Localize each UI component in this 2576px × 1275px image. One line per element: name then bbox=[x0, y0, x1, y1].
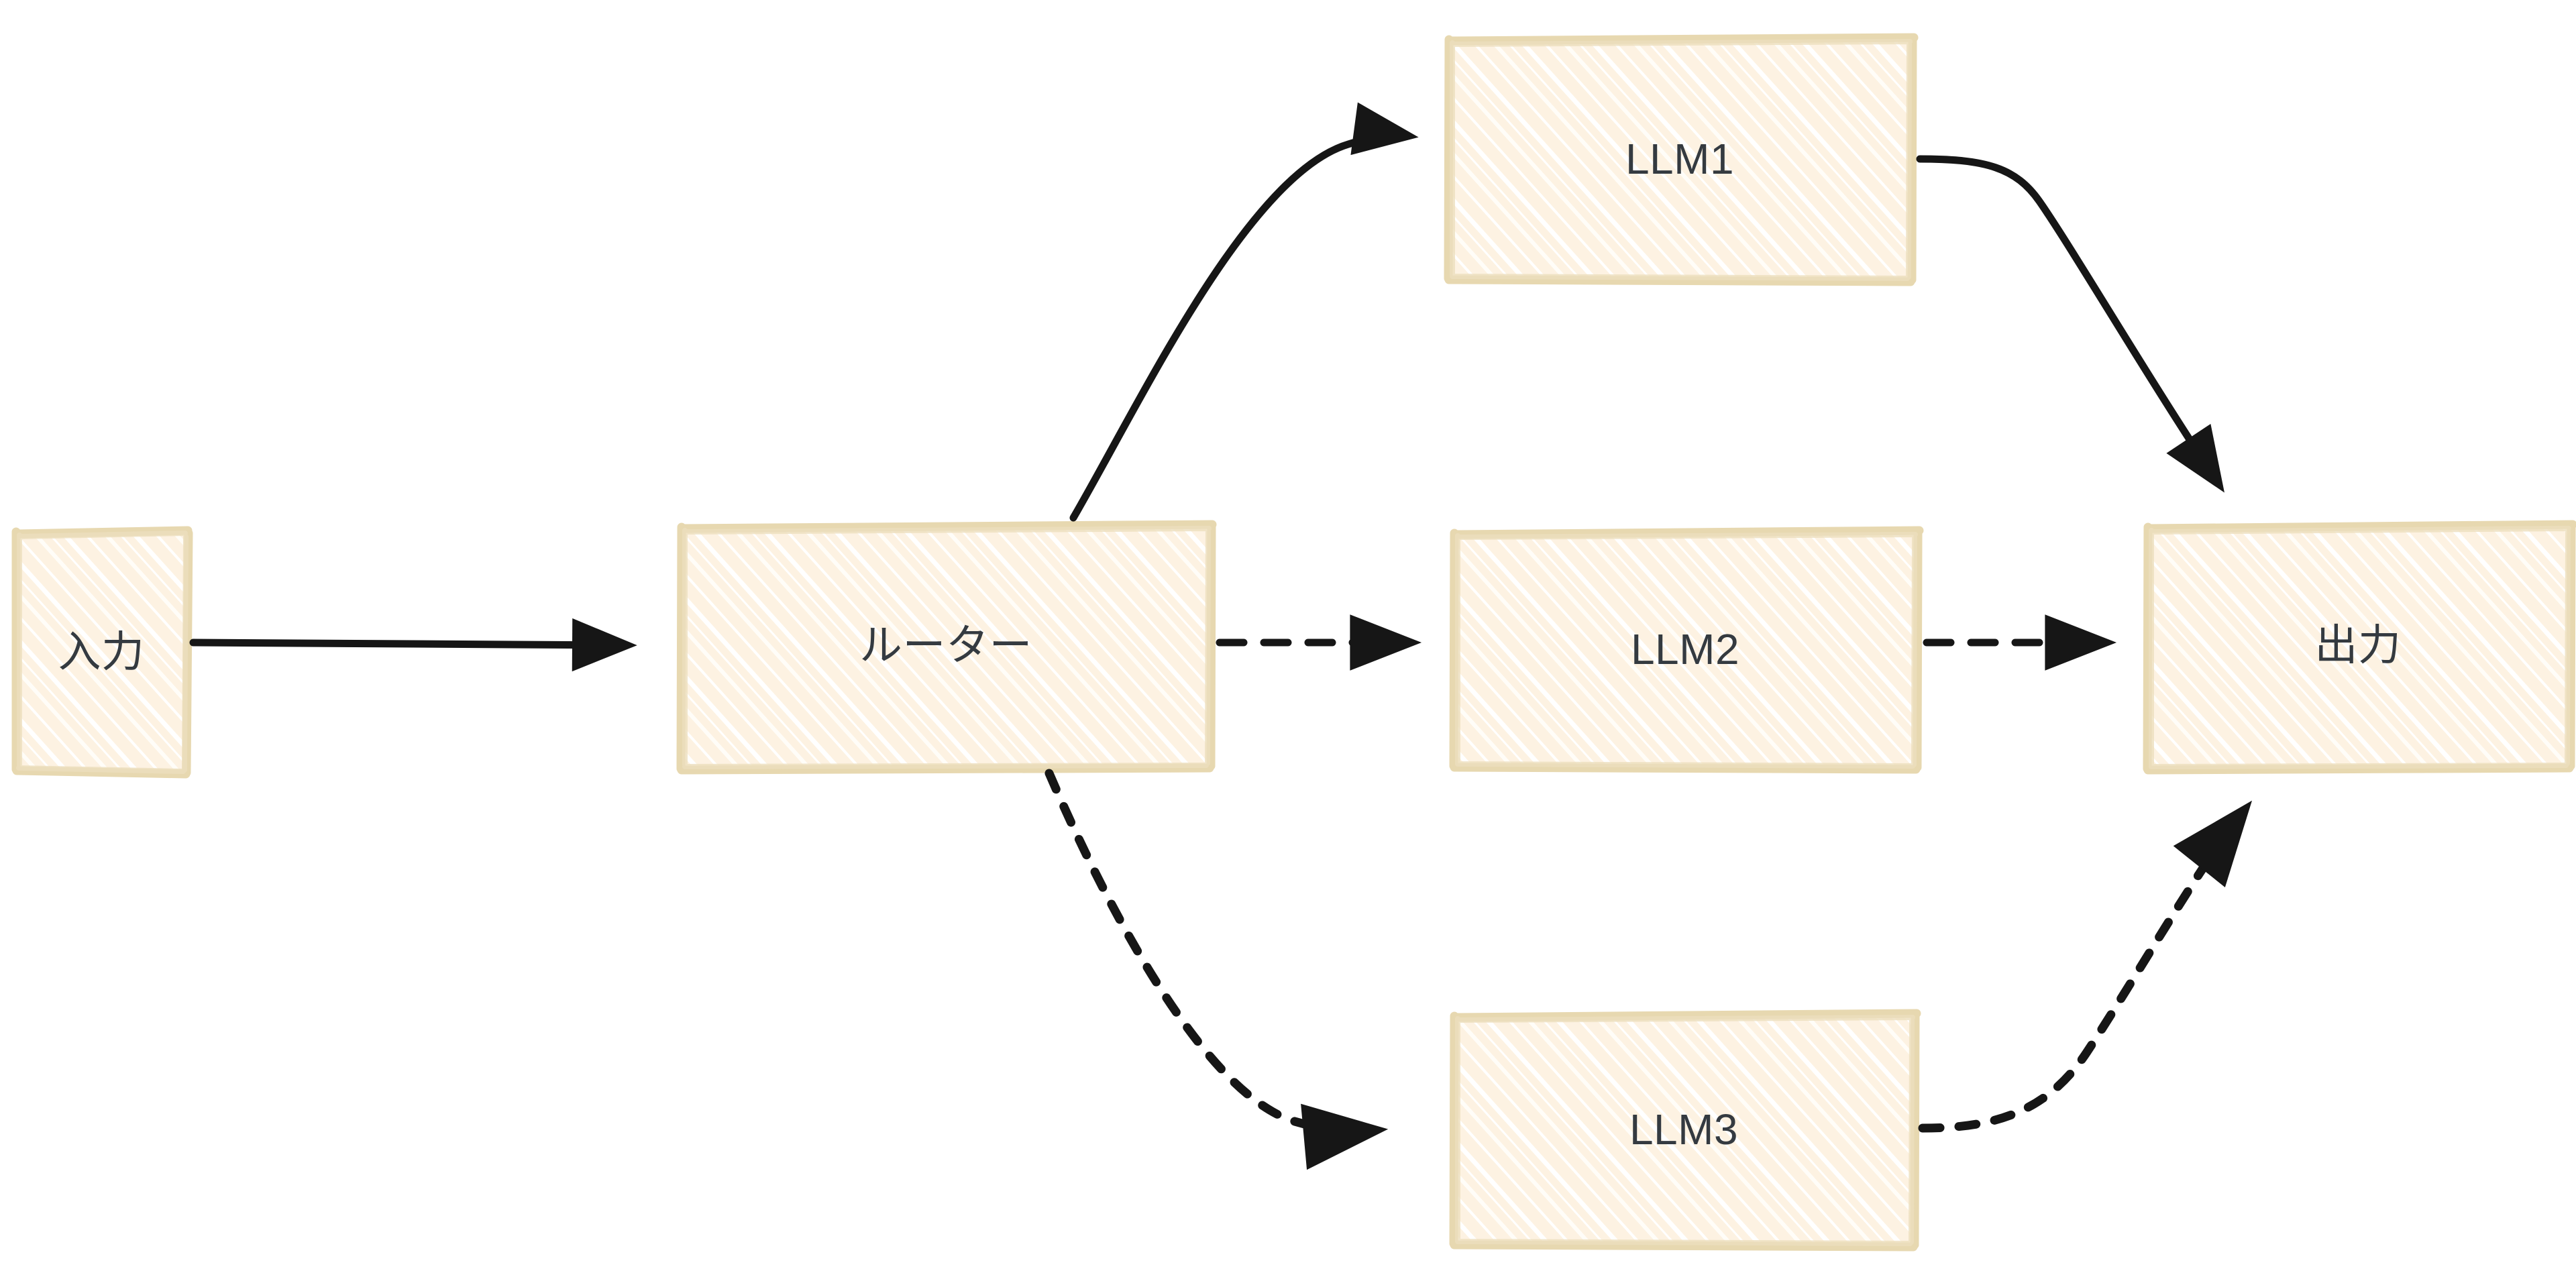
edges bbox=[189, 102, 2253, 1170]
node-input[interactable]: 入力 bbox=[15, 529, 188, 775]
edge-router-llm1 bbox=[1069, 102, 1419, 522]
node-output[interactable]: 出力 bbox=[2145, 522, 2571, 769]
node-router-label: ルーター bbox=[859, 621, 1032, 669]
edge-llm3-output bbox=[1918, 800, 2253, 1133]
node-llm2-label: LLM2 bbox=[1630, 625, 1740, 673]
node-output-label: 出力 bbox=[2314, 621, 2402, 669]
node-input-label: 入力 bbox=[58, 628, 145, 676]
node-llm1-label: LLM1 bbox=[1625, 135, 1735, 183]
node-llm3-label: LLM3 bbox=[1629, 1105, 1739, 1154]
node-llm3[interactable]: LLM3 bbox=[1452, 1011, 1916, 1248]
edge-input-router bbox=[189, 618, 637, 672]
node-llm1[interactable]: LLM1 bbox=[1446, 35, 1913, 283]
edge-router-llm3 bbox=[1044, 769, 1389, 1170]
node-llm2[interactable]: LLM2 bbox=[1452, 529, 1919, 770]
node-router[interactable]: ルーター bbox=[679, 522, 1213, 769]
edge-llm1-output bbox=[1916, 155, 2224, 493]
